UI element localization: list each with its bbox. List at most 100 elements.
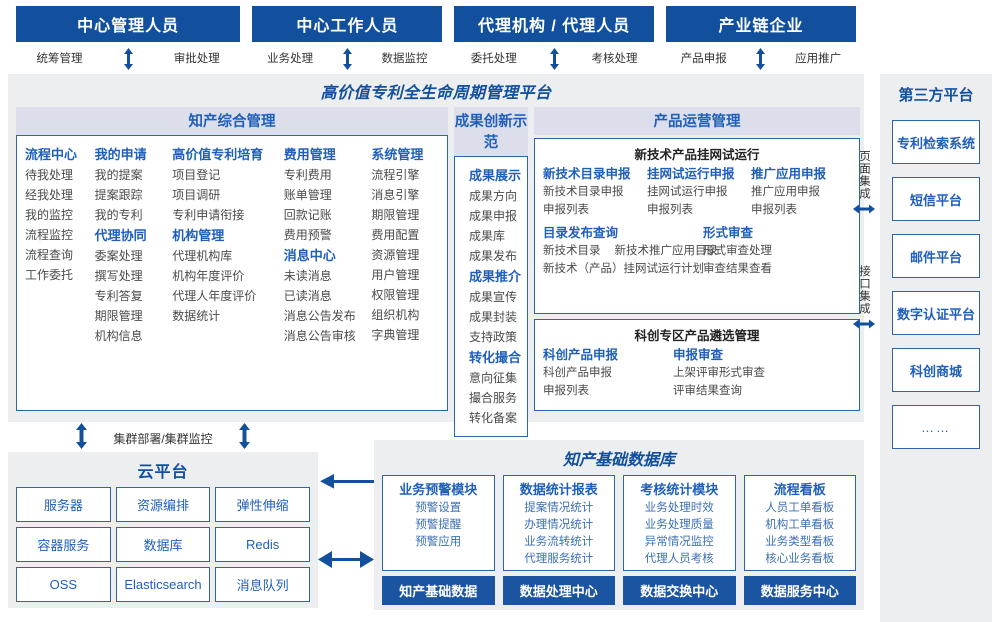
menu-item[interactable]: 已读消息 (283, 289, 332, 303)
cloud-item-oss[interactable]: OSS (16, 567, 111, 602)
third-party-item-patent-search[interactable]: 专利检索系统 (892, 120, 980, 164)
menu-item[interactable]: 我的专利 (94, 208, 143, 222)
menu-item[interactable]: 科创产品申报 (543, 367, 613, 379)
menu-item[interactable]: 资源管理 (371, 248, 420, 262)
menu-item[interactable]: 成果宣传 (469, 290, 518, 304)
menu-item[interactable]: 成果方向 (469, 189, 518, 203)
role-box-1[interactable]: 中心工作人员 (252, 6, 443, 42)
menu-item[interactable]: 期限管理 (371, 208, 420, 222)
menu-item[interactable]: 机构信息 (94, 329, 143, 343)
menu-item[interactable]: 申报列表 (543, 204, 590, 216)
menu-item[interactable]: 流程引擎 (371, 168, 420, 182)
menu-item[interactable]: 支持政策 (469, 330, 518, 344)
db-item[interactable]: 预警应用 (415, 536, 462, 548)
menu-item[interactable]: 撮合服务 (469, 391, 518, 405)
menu-item[interactable]: 权限管理 (371, 288, 420, 302)
menu-item[interactable]: 经我处理 (25, 188, 74, 202)
menu-item[interactable]: 转化备案 (469, 411, 518, 425)
menu-item[interactable]: 成果封装 (469, 310, 518, 324)
third-party-item-sms[interactable]: 短信平台 (892, 177, 980, 221)
menu-item[interactable]: 成果库 (469, 229, 506, 243)
menu-item[interactable]: 回款记账 (283, 208, 332, 222)
menu-item[interactable]: 组织机构 (371, 308, 420, 322)
menu-item[interactable]: 推广应用申报 (751, 186, 821, 198)
menu-item[interactable]: 专利费用 (283, 168, 332, 182)
db-item[interactable]: 异常情况监控 (644, 536, 714, 548)
db-foot-service-center[interactable]: 数据服务中心 (743, 576, 856, 605)
menu-item[interactable]: 申报列表 (751, 204, 798, 216)
menu-item[interactable]: 新技术目录 (543, 245, 601, 257)
menu-item[interactable]: 我的提案 (94, 168, 143, 182)
menu-item[interactable]: 专利申请衔接 (172, 208, 245, 222)
menu-item[interactable]: 意向征集 (469, 371, 518, 385)
cloud-item-server[interactable]: 服务器 (16, 487, 111, 522)
db-item[interactable]: 业务流转统计 (524, 536, 594, 548)
menu-item[interactable]: 申报列表 (647, 204, 694, 216)
menu-item[interactable]: 新技术（产品）挂网试运行计划 (543, 263, 705, 275)
menu-item[interactable]: 代理机构库 (172, 249, 233, 263)
menu-item[interactable]: 形式审查处理 (703, 245, 773, 257)
db-item[interactable]: 代理人员考核 (644, 553, 714, 565)
db-item[interactable]: 提案情况统计 (524, 502, 594, 514)
db-foot-exchange-center[interactable]: 数据交换中心 (623, 576, 736, 605)
cloud-item-message-queue[interactable]: 消息队列 (215, 567, 310, 602)
db-item[interactable]: 预警设置 (415, 502, 462, 514)
menu-item[interactable]: 用户管理 (371, 268, 420, 282)
db-item[interactable]: 业务类型看板 (765, 536, 835, 548)
third-party-item-digital-cert[interactable]: 数字认证平台 (892, 291, 980, 335)
role-box-0[interactable]: 中心管理人员 (16, 6, 241, 42)
third-party-item-email[interactable]: 邮件平台 (892, 234, 980, 278)
cloud-item-elastic-scaling[interactable]: 弹性伸缩 (215, 487, 310, 522)
menu-item[interactable]: 成果发布 (469, 249, 518, 263)
db-foot-processing-center[interactable]: 数据处理中心 (502, 576, 615, 605)
menu-item[interactable]: 期限管理 (94, 309, 143, 323)
menu-item[interactable]: 成果申报 (469, 209, 518, 223)
menu-item[interactable]: 挂网试运行申报 (647, 186, 728, 198)
menu-item[interactable]: 我的监控 (25, 208, 74, 222)
menu-item[interactable]: 字典管理 (371, 328, 420, 342)
role-box-3[interactable]: 产业链企业 (665, 6, 857, 42)
menu-item[interactable]: 项目调研 (172, 188, 221, 202)
menu-item[interactable]: 流程查询 (25, 248, 74, 262)
menu-item[interactable]: 代理人年度评价 (172, 289, 257, 303)
db-item[interactable]: 预警提醒 (415, 519, 462, 531)
third-party-item-more[interactable]: …… (892, 405, 980, 449)
db-item[interactable]: 核心业务看板 (765, 553, 835, 565)
db-item[interactable]: 机构工单看板 (765, 519, 835, 531)
cloud-item-elasticsearch[interactable]: Elasticsearch (115, 567, 211, 602)
db-item[interactable]: 人员工单看板 (765, 502, 835, 514)
menu-item[interactable]: 新技术推广应用目录 (614, 245, 719, 257)
menu-item[interactable]: 未读消息 (283, 269, 332, 283)
menu-item[interactable]: 评审结果查询 (673, 385, 743, 397)
menu-item[interactable]: 机构年度评价 (172, 269, 245, 283)
menu-item[interactable]: 提案跟踪 (94, 188, 143, 202)
menu-item[interactable]: 上架评审形式审查 (673, 367, 766, 379)
db-item[interactable]: 业务处理时效 (644, 502, 714, 514)
menu-item[interactable]: 数据统计 (172, 309, 221, 323)
menu-item[interactable]: 消息公告审核 (283, 329, 356, 343)
db-item[interactable]: 代理服务统计 (524, 553, 594, 565)
menu-item[interactable]: 账单管理 (283, 188, 332, 202)
menu-item[interactable]: 新技术目录申报 (543, 186, 624, 198)
menu-item[interactable]: 工作委托 (25, 268, 74, 282)
menu-item[interactable]: 审查结果查看 (703, 263, 773, 275)
menu-item[interactable]: 消息公告发布 (283, 309, 356, 323)
db-item[interactable]: 办理情况统计 (524, 519, 594, 531)
db-item[interactable]: 业务处理质量 (644, 519, 714, 531)
menu-item[interactable]: 项目登记 (172, 168, 221, 182)
menu-item[interactable]: 委案处理 (94, 249, 143, 263)
cloud-item-container-service[interactable]: 容器服务 (16, 527, 111, 562)
menu-item[interactable]: 费用预警 (283, 228, 332, 242)
cloud-item-database[interactable]: 数据库 (115, 527, 211, 562)
menu-item[interactable]: 待我处理 (25, 168, 74, 182)
cloud-item-redis[interactable]: Redis (215, 527, 310, 562)
role-box-2[interactable]: 代理机构 / 代理人员 (454, 6, 654, 42)
menu-item[interactable]: 撰写处理 (94, 269, 143, 283)
cloud-item-resource-orchestration[interactable]: 资源编排 (115, 487, 211, 522)
menu-item[interactable]: 专利答复 (94, 289, 143, 303)
menu-item[interactable]: 费用配置 (371, 228, 420, 242)
db-foot-basic-data[interactable]: 知产基础数据 (382, 576, 495, 605)
menu-item[interactable]: 流程监控 (25, 228, 74, 242)
menu-item[interactable]: 申报列表 (543, 385, 590, 397)
menu-item[interactable]: 消息引擎 (371, 188, 420, 202)
